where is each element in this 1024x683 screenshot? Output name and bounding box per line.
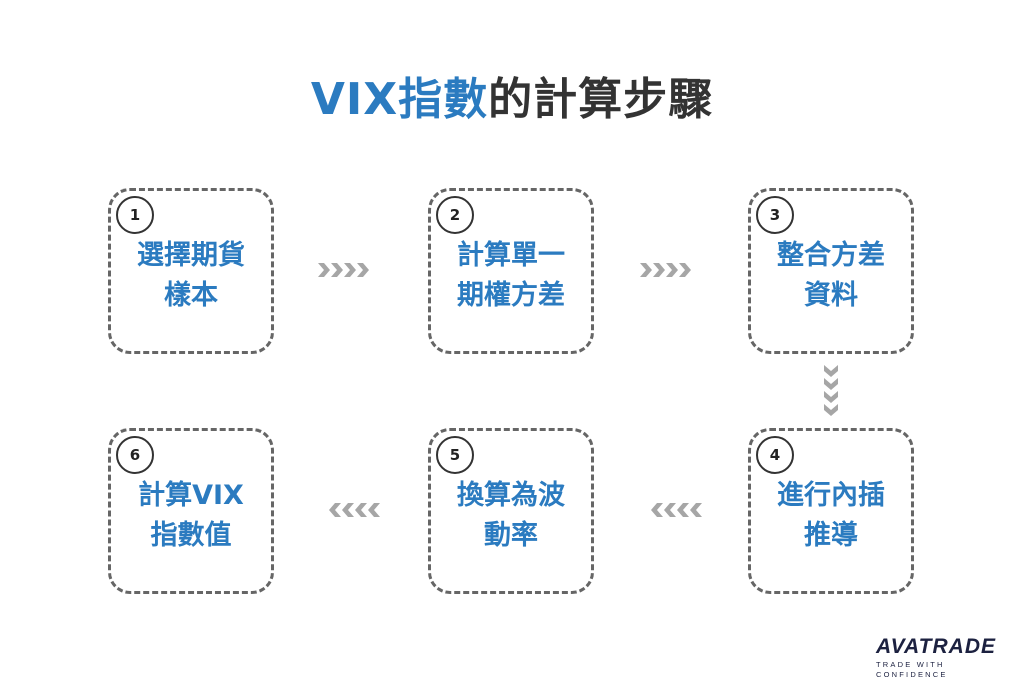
arrow-down-icon [824,365,838,416]
step-3-label: 整合方差 資料 [777,240,885,311]
step-4-box: 4 進行內插 推導 [748,428,914,594]
arrow-left-2-icon [329,503,380,517]
step-1-label: 選擇期貨 樣本 [137,240,245,311]
step-2-label: 計算單一 期權方差 [457,240,565,311]
step-2-number: 2 [436,196,474,234]
step-5-label: 換算為波 動率 [457,480,565,551]
step-2-box: 2 計算單一 期權方差 [428,188,594,354]
arrow-left-1-icon [651,503,702,517]
logo-name: AVATRADE [876,635,996,658]
step-5-box: 5 換算為波 動率 [428,428,594,594]
logo-tagline: TRADE WITH CONFIDENCE [876,660,948,679]
step-1-box: 1 選擇期貨 樣本 [108,188,274,354]
step-6-label: 計算VIX 指數值 [138,480,244,551]
step-6-number: 6 [116,436,154,474]
step-4-label: 進行內插 推導 [777,480,885,551]
arrow-right-2-icon [640,263,691,277]
step-4-number: 4 [756,436,794,474]
title-rest: 的計算步驟 [488,74,714,125]
step-1-number: 1 [116,196,154,234]
step-6-box: 6 計算VIX 指數值 [108,428,274,594]
step-5-number: 5 [436,436,474,474]
step-3-number: 3 [756,196,794,234]
step-3-box: 3 整合方差 資料 [748,188,914,354]
page-title: VIX指數的計算步驟 [0,70,1024,130]
title-highlight: VIX指數 [310,74,489,125]
arrow-right-1-icon [318,263,369,277]
avatrade-logo: AVATRADE TRADE WITH CONFIDENCE [876,636,1006,680]
